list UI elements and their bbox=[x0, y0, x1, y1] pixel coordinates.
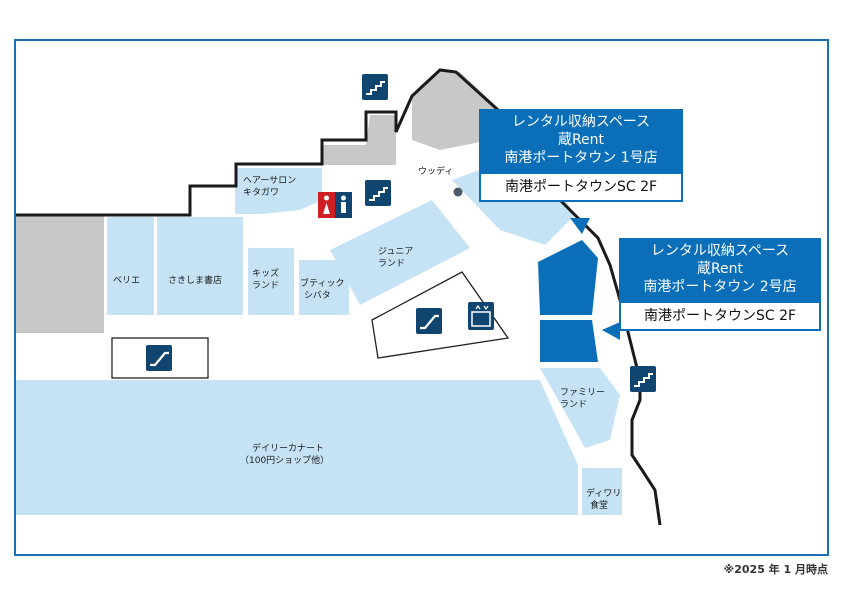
exterior-wall bbox=[16, 68, 662, 526]
callout-1-line-1: レンタル収納スペース bbox=[511, 114, 651, 130]
label-family-land-2: ランド bbox=[560, 399, 587, 410]
stairs-icon bbox=[365, 180, 391, 206]
callout-2-pointer bbox=[602, 322, 620, 340]
label-boutique-2: シバタ bbox=[304, 290, 331, 301]
callout-2-line-2: 蔵Rent bbox=[696, 261, 744, 277]
elevator-icon bbox=[468, 302, 494, 330]
callout-1-line-2: 蔵Rent bbox=[557, 132, 605, 148]
label-hair-salon-1: ヘアーサロン bbox=[243, 175, 296, 186]
grey-block-left bbox=[16, 215, 104, 333]
label-junior-land-1: ジュニア bbox=[378, 247, 413, 257]
storage-unit-2 bbox=[540, 320, 598, 362]
label-diwali-1: ディワリ bbox=[586, 487, 621, 499]
label-daily-1: デイリーカナート bbox=[252, 442, 324, 454]
grey-block-upper bbox=[322, 115, 396, 165]
callout-2-location: 南港ポートタウンSC 2F bbox=[619, 301, 821, 331]
label-junior-land-2: ランド bbox=[378, 258, 405, 269]
label-boutique-1: ブティック bbox=[300, 277, 344, 289]
stairs-icon bbox=[630, 366, 656, 392]
label-kids-land-1: キッズ bbox=[252, 267, 279, 279]
label-berry: ベリエ bbox=[113, 276, 140, 286]
escalator-icon bbox=[416, 308, 442, 334]
label-sakishima: さきしま書店 bbox=[168, 274, 222, 286]
restroom-icon bbox=[318, 192, 352, 218]
store-daily bbox=[16, 380, 578, 515]
store-hair-salon bbox=[235, 168, 322, 214]
store-diwali bbox=[582, 468, 622, 515]
label-hair-salon-2: キタガワ bbox=[243, 187, 279, 198]
label-diwali-2: 食堂 bbox=[590, 499, 608, 511]
label-kids-land-2: ランド bbox=[252, 280, 279, 291]
store-berry bbox=[107, 217, 154, 315]
label-daily-2: （100円ショップ他） bbox=[240, 454, 329, 466]
callout-store-1-title: レンタル収納スペース 蔵Rent 南港ポートタウン 1号店 bbox=[479, 109, 683, 172]
escalator-icon bbox=[146, 345, 172, 371]
store-kids-land bbox=[248, 248, 294, 315]
woody-marker bbox=[453, 187, 463, 197]
stairs-icon bbox=[362, 74, 388, 100]
callout-2-line-1: レンタル収納スペース bbox=[650, 243, 790, 259]
date-note: ※2025 年 1 月時点 bbox=[723, 563, 828, 576]
callout-1-pointer bbox=[570, 218, 590, 234]
callout-1-line-3: 南港ポートタウン 1号店 bbox=[504, 150, 658, 166]
storage-unit-1 bbox=[538, 240, 598, 315]
store-junior-land bbox=[330, 200, 470, 305]
callout-store-1: レンタル収納スペース 蔵Rent 南港ポートタウン 1号店 南港ポートタウンSC… bbox=[479, 109, 683, 202]
escalator-box bbox=[111, 337, 209, 379]
store-family-land bbox=[540, 368, 620, 448]
store-sakishima bbox=[157, 217, 243, 315]
label-family-land-1: ファミリー bbox=[560, 388, 605, 398]
callout-store-2-title: レンタル収納スペース 蔵Rent 南港ポートタウン 2号店 bbox=[619, 238, 821, 301]
callout-store-2: レンタル収納スペース 蔵Rent 南港ポートタウン 2号店 南港ポートタウンSC… bbox=[619, 238, 821, 331]
label-woody: ウッディ bbox=[418, 165, 453, 177]
callout-1-location: 南港ポートタウンSC 2F bbox=[479, 172, 683, 202]
callout-2-line-3: 南港ポートタウン 2号店 bbox=[643, 279, 797, 295]
